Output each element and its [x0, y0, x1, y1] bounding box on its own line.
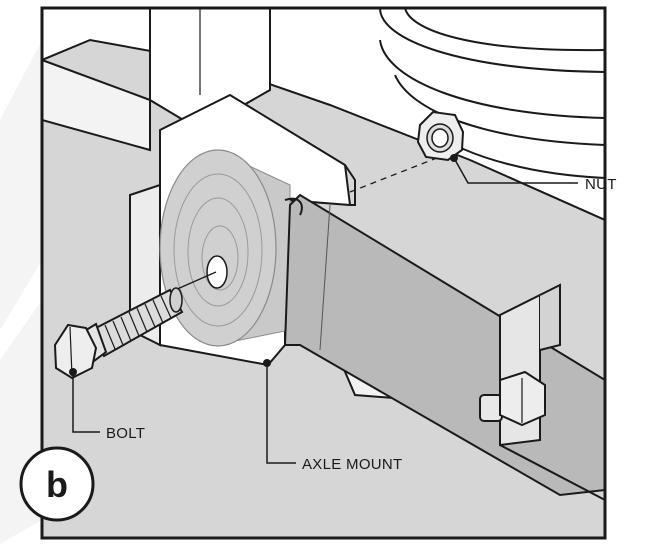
clamp-nut — [479, 370, 546, 427]
nut-part — [416, 110, 465, 162]
bolt-hole — [206, 255, 228, 289]
frame-rail — [42, 58, 151, 152]
bolt-part — [53, 287, 184, 380]
leader-bolt — [69, 368, 100, 433]
callout-bolt-label: BOLT — [106, 425, 145, 442]
background-wedge — [0, 40, 42, 330]
panel-badge: b — [19, 446, 95, 522]
illustration-content — [42, 8, 605, 538]
figure-frame — [40, 6, 607, 540]
callout-nut-label: NUT — [585, 176, 617, 193]
panel-letter: b — [46, 464, 68, 505]
leader-nut — [450, 154, 578, 184]
strap-edge — [319, 204, 331, 351]
bracket-edge — [344, 164, 356, 206]
callout-axle-mount-label: AXLE MOUNT — [302, 456, 403, 473]
bushing — [159, 149, 291, 347]
frame-body — [42, 8, 605, 222]
bolt-alignment-line — [174, 271, 217, 291]
leader-axle-mount — [263, 359, 296, 464]
